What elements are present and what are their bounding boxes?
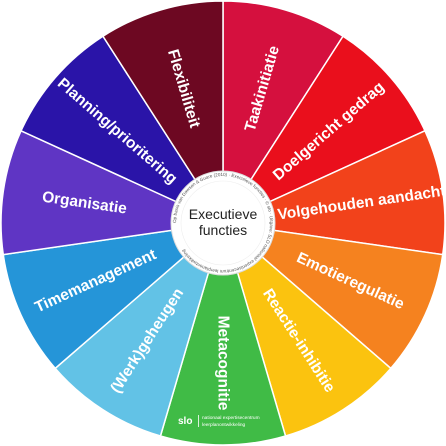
segment-2 <box>220 129 446 256</box>
segment-9 <box>20 35 226 225</box>
segment-3 <box>220 221 444 370</box>
segment-8 <box>0 129 226 256</box>
segment-1 <box>220 35 426 225</box>
segment-6 <box>54 220 225 437</box>
slo-logo-text: slo <box>178 416 192 427</box>
slo-logo-sub2: leerplanontwikkeling <box>202 422 246 428</box>
segment-5 <box>159 220 287 446</box>
slo-logo-sub1: nationaal expertisecentrum <box>202 415 260 421</box>
center-title-line2: functies <box>199 222 247 238</box>
slo-logo-divider <box>198 415 199 427</box>
slo-logo: slo nationaal expertisecentrum leerplano… <box>178 415 260 428</box>
segment-7 <box>2 221 226 370</box>
center-circle <box>170 170 276 276</box>
center-inner-ring <box>180 180 266 266</box>
segment-0 <box>222 0 345 226</box>
segment-label-5: Metacognitie <box>215 316 232 411</box>
segment-10 <box>101 0 224 226</box>
center-title-line1: Executieve <box>189 206 258 222</box>
segment-4 <box>221 220 392 437</box>
